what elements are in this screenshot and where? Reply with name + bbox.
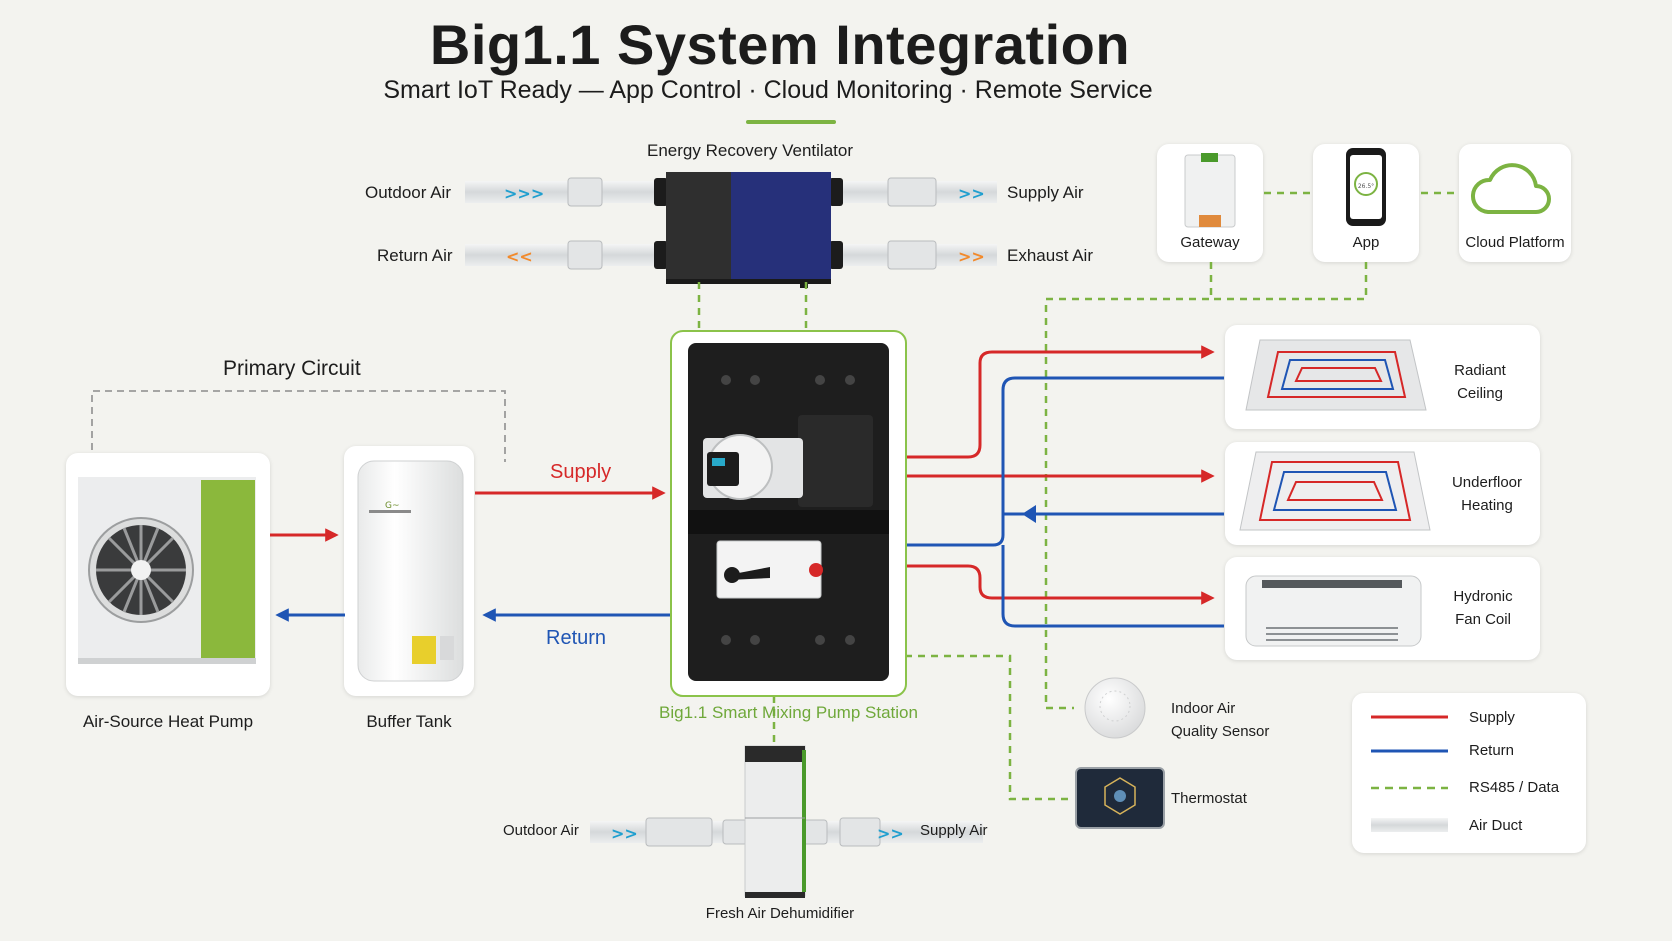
terminal-underfloor-line2: Heating	[1461, 497, 1513, 514]
terminal-radiant-ceiling-label: Radiant Ceiling	[1430, 359, 1530, 405]
secondary-pipes	[905, 345, 1224, 628]
heat-pump-unit[interactable]	[78, 477, 256, 664]
svg-text:<<: <<	[506, 247, 533, 266]
legend-duct-label: Air Duct	[1469, 817, 1523, 834]
sensor-icon	[1084, 677, 1146, 739]
erv-exhaust-air-label: Exhaust Air	[1007, 246, 1093, 265]
svg-text:>>: >>	[877, 824, 904, 843]
terminal-fan-coil-label: Hydronic Fan Coil	[1433, 585, 1533, 631]
erv-supply-air-label: Supply Air	[1007, 183, 1084, 202]
station-label: Big1.1 Smart Mixing Pump Station	[659, 703, 918, 722]
svg-text:>>: >>	[958, 184, 985, 203]
terminal-fan-coil-line2: Fan Coil	[1455, 611, 1511, 628]
legend-swatches	[1371, 715, 1448, 832]
erv-unit[interactable]	[666, 172, 831, 288]
buffer-tank-label: Buffer Tank	[366, 712, 452, 731]
duct-return-air	[465, 244, 665, 266]
pump-icon	[703, 434, 803, 500]
erv-title: Energy Recovery Ventilator	[647, 141, 853, 160]
erv-ducts	[465, 177, 997, 270]
terminal-underfloor-line1: Underfloor	[1451, 474, 1523, 491]
primary-pipes	[270, 486, 672, 622]
erv-return-air-label: Return Air	[377, 246, 453, 265]
gateway-label: Gateway	[1180, 234, 1240, 251]
svg-text:>>: >>	[611, 824, 638, 843]
dehumidifier-outdoor-air-label: Outdoor Air	[503, 822, 579, 839]
dehumidifier-ducts	[590, 817, 983, 847]
underfloor-panel-icon	[1239, 451, 1431, 531]
page-subtitle: Smart IoT Ready — App Control · Cloud Mo…	[383, 76, 1153, 104]
iaq-sensor-line2: Quality Sensor	[1171, 723, 1270, 740]
data-lines	[697, 191, 1458, 801]
thermostat-icon	[1075, 767, 1165, 829]
legend-supply-label: Supply	[1469, 709, 1515, 726]
primary-circuit-bracket	[91, 390, 506, 462]
terminal-radiant-line2: Ceiling	[1457, 385, 1503, 402]
terminal-underfloor-heating-label: Underfloor Heating	[1437, 471, 1537, 517]
dehumidifier-chevrons: >> >>	[611, 824, 904, 843]
svg-text:G~: G~	[385, 501, 400, 511]
return-arrow-head	[1022, 505, 1036, 523]
radiant-panel-icon	[1245, 339, 1427, 411]
legend-return-label: Return	[1469, 742, 1515, 759]
app-screen-value: 26.5°	[1358, 183, 1374, 190]
terminal-fan-coil-line1: Hydronic	[1453, 588, 1513, 605]
buffer-tank[interactable]: G~	[357, 460, 464, 682]
terminal-radiant-line1: Radiant	[1454, 362, 1506, 379]
iaq-sensor-label: Indoor Air Quality Sensor	[1171, 697, 1269, 743]
heat-pump-label: Air-Source Heat Pump	[82, 712, 254, 731]
cloud-label: Cloud Platform	[1465, 234, 1565, 251]
thermostat-label: Thermostat	[1171, 790, 1247, 807]
cloud-icon	[1471, 163, 1551, 214]
airflow-chevrons: >>> << >> >>	[504, 184, 985, 266]
return-pipe-label: Return	[546, 627, 607, 649]
fan-coil-icon	[1245, 575, 1422, 647]
svg-text:>>>: >>>	[504, 184, 544, 203]
gateway-icon	[1184, 153, 1236, 228]
legend-data-label: RS485 / Data	[1469, 779, 1560, 796]
iaq-sensor-line1: Indoor Air	[1171, 700, 1236, 717]
erv-outdoor-air-label: Outdoor Air	[365, 183, 451, 202]
duct-outdoor-air	[465, 181, 665, 203]
dehumidifier-unit[interactable]	[744, 745, 806, 898]
primary-circuit-label: Primary Circuit	[223, 357, 361, 380]
title-underline	[746, 120, 836, 124]
page-title: Big1.1 System Integration	[429, 13, 1131, 76]
mixing-pump-station[interactable]	[670, 330, 907, 697]
dehumidifier-supply-air-label: Supply Air	[920, 822, 988, 839]
svg-text:>>: >>	[958, 247, 985, 266]
smartphone-icon	[1346, 148, 1386, 226]
supply-pipe-label: Supply	[550, 461, 612, 483]
app-label: App	[1352, 234, 1380, 251]
dehumidifier-label: Fresh Air Dehumidifier	[705, 905, 855, 922]
valve-icon	[716, 540, 823, 599]
